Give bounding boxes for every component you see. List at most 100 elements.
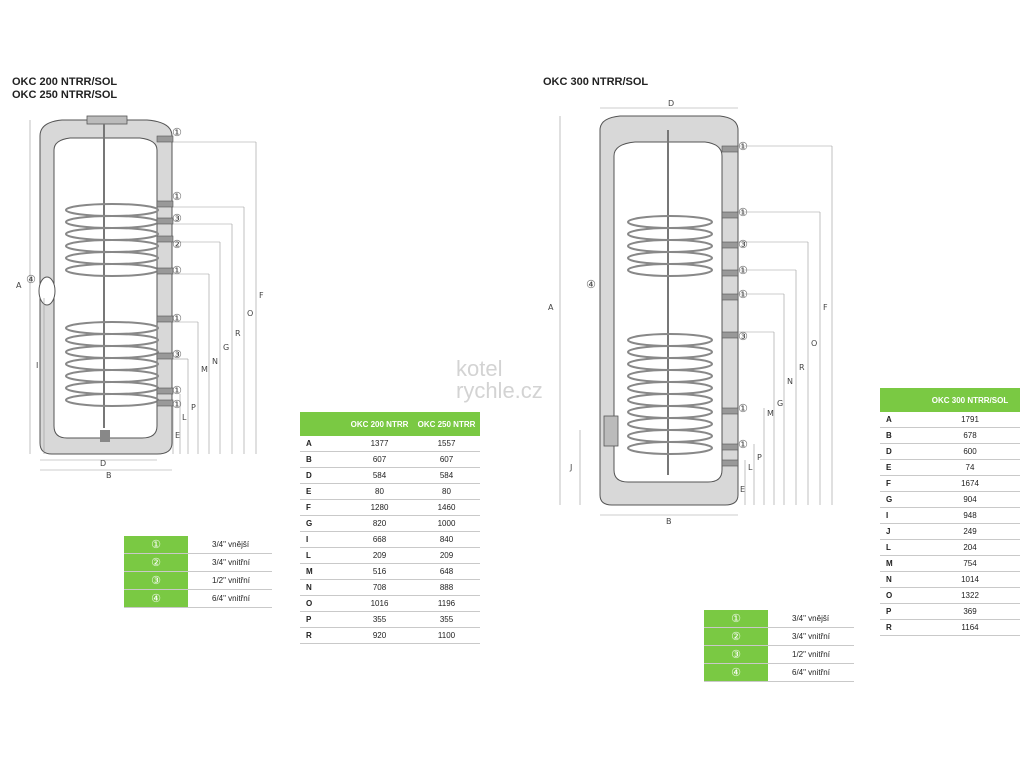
right-connections [721,145,739,467]
right-dim-r: R [799,363,805,372]
right-label-c9: ④ [586,278,596,291]
legend-number: ③ [124,571,188,590]
left-tank-diagram: ① ① ③ ② ① ① ③ ① ① ④ A I F O R G N M P L … [16,115,264,480]
legend-text: 1/2" vnitřní [188,571,272,590]
left-dim-l: L [182,413,187,422]
left-label-c5: ① [172,264,182,277]
right-label-c2: ① [738,206,748,219]
right-dim-f: F [823,303,828,312]
legend-text: 3/4" vnitřní [768,627,854,646]
right-dim-l: L [748,463,753,472]
right-dim-e: E [740,485,745,494]
right-dim-d: D [668,100,674,108]
left-label-c4: ② [172,238,182,251]
right-dim-n: N [787,377,793,386]
legend-text: 3/4" vnější [768,610,854,628]
legend-text: 1/2" vnitřní [768,645,854,664]
right-table-header-key [880,388,920,412]
right-dim-m: M [767,409,774,418]
left-title-line-1: OKC 200 NTRR/SOL [12,76,118,88]
left-table-header-200: OKC 200 NTRR [346,412,413,436]
left-dim-e: E [175,431,180,440]
left-tank-body [39,115,173,455]
left-dim-d: D [100,459,106,468]
left-dim-p: P [191,403,196,412]
left-table-header-250: OKC 250 NTRR [413,412,480,436]
right-dimension-letters: A F O R N G M P L E J D B [548,100,828,526]
left-dim-m: M [201,365,208,374]
left-dim-a: A [16,281,22,290]
left-title-line-2: OKC 250 NTRR/SOL [12,89,118,101]
watermark-logo: kotel rychle.cz [456,358,543,402]
legend-text: 3/4" vnitřní [188,553,272,572]
left-side-flange [38,276,56,306]
right-tank-diagram: ① ① ③ ① ① ③ ① ① ④ A F O R N G M P L E J … [548,100,833,526]
left-label-c6: ① [172,312,182,325]
right-upper-coil [627,215,713,277]
left-label-c3: ③ [172,212,182,225]
left-label-c2: ① [172,190,182,203]
right-label-c1: ① [738,140,748,153]
right-label-c7: ① [738,402,748,415]
right-label-c8: ① [738,438,748,451]
left-dim-f: F [259,291,264,300]
legend-number: ④ [124,589,188,608]
left-dim-b: B [106,471,112,480]
right-dim-p: P [757,453,762,462]
right-dim-j: J [569,463,572,472]
legend-number: ② [124,553,188,572]
legend-number: ① [124,536,188,554]
right-lower-coil [627,333,713,455]
left-connections [156,135,174,407]
legend-text: 6/4" vnitřní [768,663,854,682]
right-dimension-lines [559,107,833,516]
legend-text: 3/4" vnější [188,536,272,554]
left-lower-coil [65,321,159,407]
right-title: OKC 300 NTRR/SOL [543,76,649,88]
right-circled-labels: ① ① ③ ① ① ③ ① ① ④ [586,140,748,451]
right-dim-g: G [777,399,783,408]
legend-number: ③ [704,645,768,664]
watermark-line-1: kotel [456,356,503,381]
left-dim-n: N [212,357,218,366]
left-dimension-lines [29,120,257,471]
right-label-c6: ③ [738,330,748,343]
left-dim-g: G [223,343,229,352]
right-table-header-300: OKC 300 NTRR/SOL [920,388,1020,412]
left-label-c7: ③ [172,348,182,361]
legend-number: ④ [704,663,768,682]
right-dim-o: O [811,339,817,348]
right-dim-b: B [666,517,672,526]
watermark-line-2: rychle.cz [456,378,543,403]
